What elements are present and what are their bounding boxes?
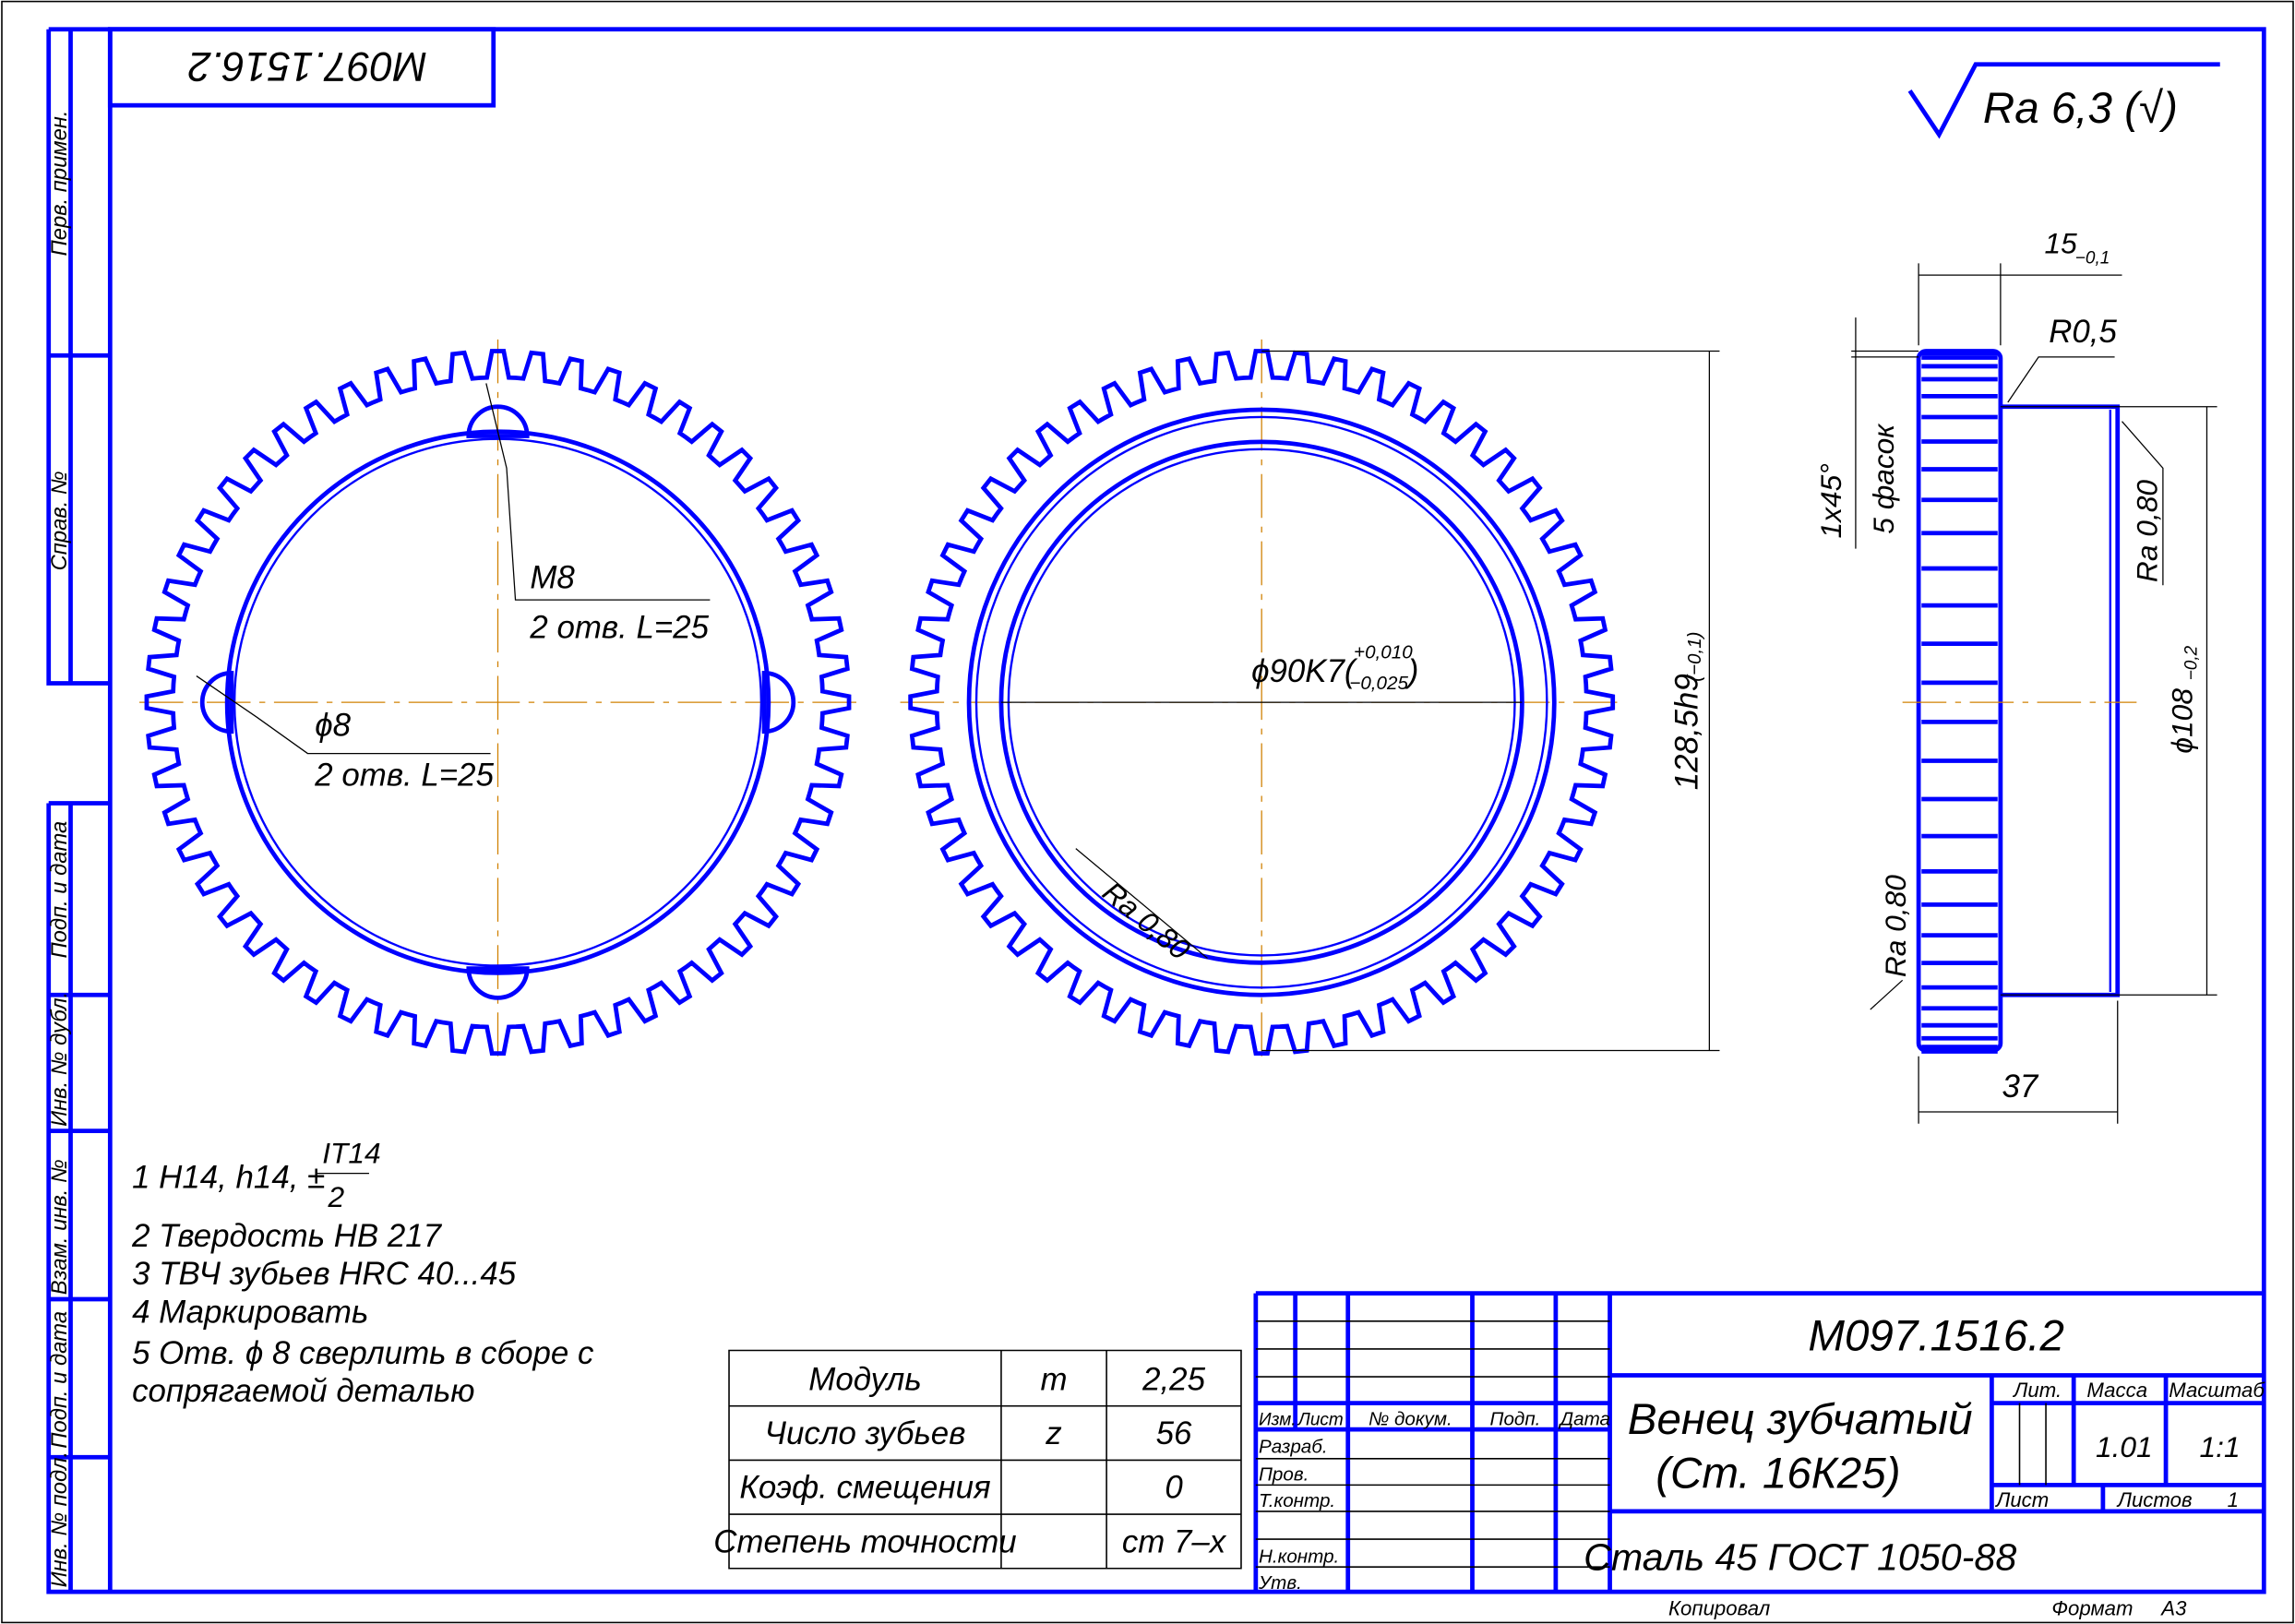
- title-drawing-number: М097.1516.2: [1808, 1311, 2064, 1360]
- side-teeth-lines: [1921, 351, 1998, 1054]
- face-roughness: Ra 0,80: [1879, 875, 1912, 977]
- scale-label: Масштаб: [2169, 1379, 2265, 1402]
- part-name-line2: (Ст. 16К25): [1656, 1450, 1900, 1499]
- hub-diameter-tol: −0,2: [2181, 645, 2201, 680]
- outer-tolerance: (−0,1): [1684, 631, 1705, 681]
- stamp-sprav-no: Справ. №: [47, 471, 72, 570]
- param-name: Модуль: [808, 1361, 921, 1397]
- gear-teeth-mid: [908, 349, 1616, 1056]
- hole-label: ϕ8: [315, 708, 351, 744]
- hdr-sign: Подп.: [1490, 1408, 1541, 1429]
- note-1-numerator: IT14: [322, 1137, 380, 1170]
- note-1: 1 H14, h14, ±: [132, 1159, 325, 1195]
- note-3: 3 ТВЧ зубьев HRC 40...45: [132, 1256, 517, 1292]
- overall-length: 37: [2002, 1069, 2038, 1105]
- sheet-label: Лист: [1994, 1488, 2049, 1511]
- mounting-holes: [199, 404, 796, 1000]
- role-prov: Пров.: [1259, 1464, 1309, 1486]
- stamp-podp-data-2: Подп. и дата: [47, 1311, 72, 1449]
- param-name: Степень точности: [713, 1523, 1016, 1559]
- stamp-podp-data-1: Подп. и дата: [47, 821, 72, 959]
- hdr-list: Лист: [1297, 1410, 1344, 1429]
- drawing-frame: [107, 27, 2266, 1594]
- stamp-vzam-inv: Взам. инв. №: [47, 1159, 72, 1295]
- width-tolerance: −0,1: [2075, 248, 2110, 268]
- width-dimension: 15: [2044, 226, 2077, 259]
- general-roughness: Ra 6,3 (√): [1907, 62, 2220, 139]
- hub-diameter: ϕ108: [2166, 688, 2199, 754]
- title-block: М097.1516.2 Венец зубчатый (Ст. 16К25) С…: [1253, 1291, 2265, 1619]
- rotated-number-box: [107, 27, 496, 108]
- lit-label: Лит.: [2012, 1379, 2062, 1402]
- note-1-denominator: 2: [328, 1180, 345, 1213]
- stamp-perv-primen: Перв. примен.: [47, 110, 72, 256]
- hub-roughness: Ra 0,80: [2131, 480, 2164, 582]
- scale-value: 1:1: [2200, 1430, 2241, 1463]
- general-roughness-label: Ra 6,3 (√): [1983, 84, 2178, 133]
- param-symbol: z: [1045, 1415, 1061, 1451]
- gear-front-view: M8 2 отв. L=25 ϕ8 2 отв. L=25: [139, 339, 856, 1066]
- note-5: 5 Отв. ϕ 8 сверлить в сборе с: [132, 1335, 594, 1371]
- hdr-izm: Изм.: [1259, 1410, 1297, 1429]
- stamp-inv-dubl: Инв. № дубл.: [47, 992, 72, 1127]
- param-value: 2,25: [1142, 1361, 1205, 1397]
- hdr-date: Дата: [1559, 1408, 1610, 1429]
- hole-note: 2 отв. L=25: [314, 757, 494, 793]
- format-value: А3: [2159, 1596, 2187, 1619]
- param-name: Число зубьев: [765, 1415, 966, 1451]
- param-value: 0: [1165, 1470, 1183, 1506]
- gear-side-view: 15 −0,1 R0,5 1x45° 5 фасок Ra 0,80 Ra 0,…: [1814, 226, 2217, 1124]
- param-value: ст 7–х: [1122, 1523, 1227, 1559]
- bore-close: ): [1404, 653, 1419, 689]
- hdr-doc: № докум.: [1369, 1408, 1452, 1429]
- thread-note: 2 отв. L=25: [529, 609, 709, 645]
- mass-value: 1.01: [2096, 1430, 2153, 1463]
- param-value: 56: [1156, 1415, 1192, 1451]
- copied-label: Копировал: [1668, 1596, 1771, 1619]
- bore-tol-upper: +0,010: [1354, 642, 1413, 663]
- sheets-count: 1: [2228, 1488, 2239, 1511]
- role-razrab: Разраб.: [1259, 1436, 1328, 1457]
- bore-dimension: ϕ90K7(: [1251, 653, 1358, 689]
- fillet-radius: R0,5: [2049, 314, 2117, 350]
- note-4: 4 Маркировать: [132, 1294, 368, 1330]
- chamfer-count: 5 фасок: [1867, 424, 1900, 534]
- chamfer-size: 1x45°: [1814, 463, 1847, 538]
- outer-dimension: 128,5h9: [1669, 674, 1705, 790]
- gear-teeth-left: [144, 349, 852, 1056]
- stamp-inv-podl: Инв. № подл.: [47, 1451, 72, 1587]
- rotated-drawing-number: М097.1516.2: [188, 43, 427, 89]
- format-label: Формат: [2051, 1596, 2133, 1619]
- role-tkontr: Т.контр.: [1259, 1490, 1335, 1511]
- technical-notes: 1 H14, h14, ± IT14 2 2 Твердость НВ 217 …: [131, 1137, 594, 1409]
- role-nkontr: Н.контр.: [1259, 1546, 1339, 1567]
- thread-label: M8: [530, 559, 575, 595]
- param-name: Коэф. смещения: [739, 1470, 990, 1506]
- note-2: 2 Твердость НВ 217: [131, 1218, 443, 1254]
- side-stamps: Перв. примен. Справ. № Подп. и дата Инв.…: [46, 27, 111, 1594]
- part-name: Венец зубчатый: [1628, 1395, 1973, 1444]
- role-utv: Утв.: [1258, 1572, 1302, 1594]
- bore-tol-lower: −0,025: [1349, 673, 1408, 694]
- note-5-cont: сопрягаемой деталью: [132, 1373, 474, 1409]
- param-symbol: m: [1040, 1361, 1067, 1397]
- sheets-label: Листов: [2116, 1488, 2193, 1511]
- material: Сталь 45 ГОСТ 1050-88: [1584, 1535, 2016, 1578]
- mass-label: Масса: [2086, 1379, 2147, 1402]
